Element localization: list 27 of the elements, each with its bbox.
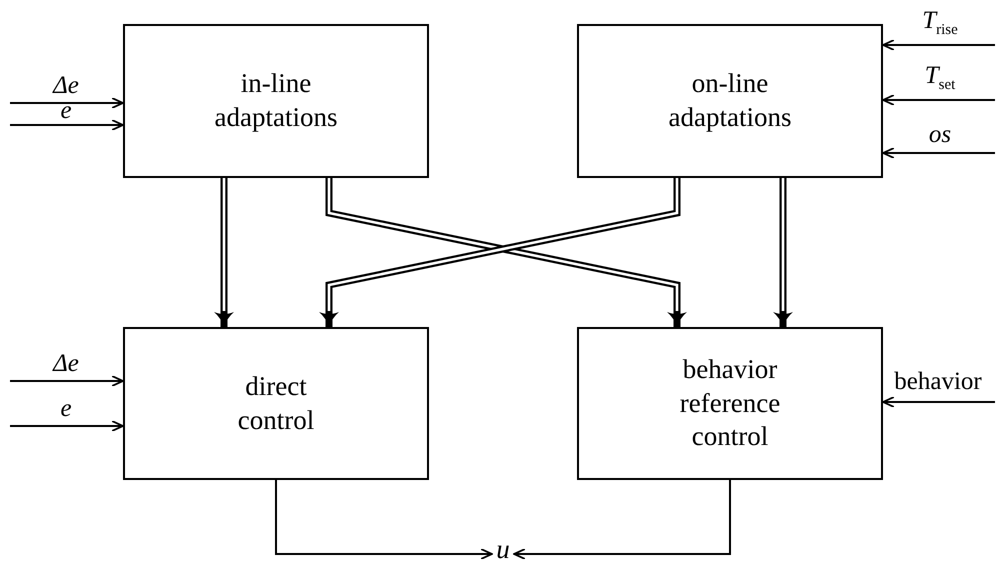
edge-label: Δe	[53, 354, 79, 374]
box-label: on-line adaptations	[668, 67, 792, 134]
process-box	[123, 24, 429, 178]
process-box	[577, 327, 883, 480]
arrow	[275, 480, 493, 560]
arrow	[882, 39, 995, 51]
edge-label: os	[928, 125, 952, 145]
arrow	[10, 119, 124, 131]
edge-label: e	[60, 399, 72, 419]
edge-label: T$_{set}$	[924, 66, 956, 91]
arrow	[10, 420, 124, 432]
box-label: in-line adaptations	[214, 67, 338, 134]
box-label: direct control	[236, 370, 316, 436]
process-box	[577, 24, 883, 178]
arrow	[10, 97, 124, 109]
arrow	[882, 94, 995, 106]
edge-label: e	[60, 101, 72, 121]
signal-label: u	[496, 533, 510, 564]
arrow	[10, 375, 124, 387]
edge-label: T$_{rise}$	[922, 11, 958, 36]
box-label: behavior reference control	[678, 352, 782, 454]
arrow	[513, 480, 731, 560]
arrow	[882, 147, 995, 159]
process-box	[123, 327, 429, 480]
arrow	[882, 396, 995, 408]
edge-label: Δe	[53, 76, 79, 96]
edge-label: behavior	[894, 372, 982, 392]
